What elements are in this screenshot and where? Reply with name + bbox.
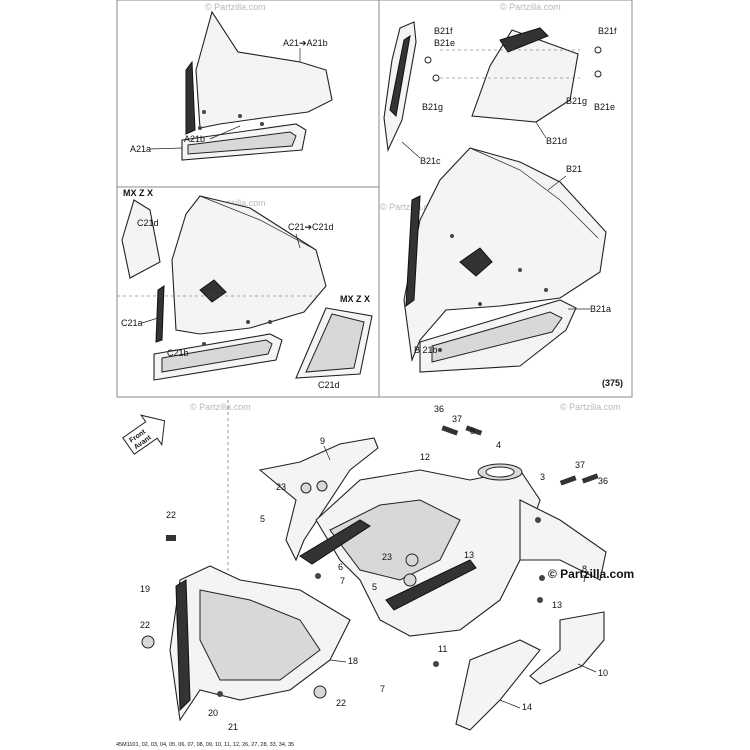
callout-7b: 7 <box>582 574 587 584</box>
watermark-6: © Partzilla.com <box>560 402 621 412</box>
panel-borders <box>116 0 633 398</box>
panel-code: (375) <box>602 378 623 388</box>
callout-b21e-2: B21e <box>594 102 615 112</box>
callout-37b: 37 <box>575 460 585 470</box>
callout-22c: 22 <box>336 698 346 708</box>
variant-label-2: MX Z X <box>340 294 370 304</box>
footer-models: 45M1101, 02, 03, 04, 05, 06, 07, 08, 09,… <box>116 742 294 748</box>
front-arrow-icon: Front Avant <box>122 414 166 455</box>
callout-20: 20 <box>208 708 218 718</box>
callout-4: 4 <box>496 440 501 450</box>
callout-c21d-1: C21d <box>137 218 159 228</box>
callout-7c: 7 <box>380 684 385 694</box>
callout-b21: B21 <box>566 164 582 174</box>
callout-37: 37 <box>452 414 462 424</box>
callout-13b: 13 <box>552 600 562 610</box>
watermark-5: © Partzilla.com <box>190 402 251 412</box>
windshield-c21: MX Z X C21d C21➔C21d C21a C21b MX Z X C2… <box>117 188 373 390</box>
callout-5a: 5 <box>260 514 265 524</box>
callout-13a: 13 <box>464 550 474 560</box>
callout-b21c: B21c <box>420 156 441 166</box>
callout-23b: 23 <box>382 552 392 562</box>
windshield-a21: A21➔A21b A21a A21b <box>130 10 333 161</box>
watermark-2: © Partzilla.com <box>500 2 561 12</box>
variant-label-1: MX Z X <box>123 188 153 198</box>
callout-a21a: A21a <box>130 144 151 154</box>
watermark-1: © Partzilla.com <box>205 2 266 12</box>
callout-11: 11 <box>438 644 447 654</box>
callout-36b: 36 <box>598 476 608 486</box>
callout-c21: C21➔C21d <box>288 222 334 232</box>
callout-5b: 5 <box>372 582 377 592</box>
callout-9: 9 <box>320 436 325 446</box>
panel-b21 <box>378 0 633 398</box>
callout-b21d: B21d <box>546 136 567 146</box>
callout-22a: 22 <box>166 510 176 520</box>
watermark-4: © Partzilla.com <box>380 202 441 212</box>
body-assembly: 36 37 8 4 9 12 3 37 36 23 5 22 6 7 23 13… <box>140 400 634 732</box>
callout-a21b: A21b <box>184 134 205 144</box>
callout-21: 21 <box>228 722 238 732</box>
callout-23a: 23 <box>276 482 286 492</box>
partzilla-watermark: © Partzilla.com <box>548 567 634 581</box>
callout-22b: 22 <box>140 620 150 630</box>
callout-b21b: B 21b <box>414 345 438 355</box>
callout-36: 36 <box>434 404 444 414</box>
callout-b21f-2: B21f <box>598 26 617 36</box>
windshield-b21: B21f B21e B21g B21f B21g B21e B21d B21c … <box>383 21 623 388</box>
callout-c21d-2: C21d <box>318 380 340 390</box>
callout-7a: 7 <box>340 576 345 586</box>
callout-10: 10 <box>598 668 608 678</box>
callout-18: 18 <box>348 656 358 666</box>
callout-a21: A21➔A21b <box>283 38 328 48</box>
callout-3: 3 <box>540 472 545 482</box>
callout-8b: 8 <box>582 564 587 574</box>
callout-b21a: B21a <box>590 304 611 314</box>
callout-b21f-1: B21f <box>434 26 453 36</box>
callout-b21e-1: B21e <box>434 38 455 48</box>
callout-c21b: C21b <box>167 348 189 358</box>
callout-b21g-2: B21g <box>566 96 587 106</box>
callout-6: 6 <box>338 562 343 572</box>
callout-8a: 8 <box>470 426 475 436</box>
callout-19: 19 <box>140 584 150 594</box>
callout-12: 12 <box>420 452 430 462</box>
callout-c21a: C21a <box>121 318 143 328</box>
callout-14: 14 <box>522 702 532 712</box>
watermark-3: © Partzilla.com <box>205 198 266 208</box>
callout-b21g: B21g <box>422 102 443 112</box>
